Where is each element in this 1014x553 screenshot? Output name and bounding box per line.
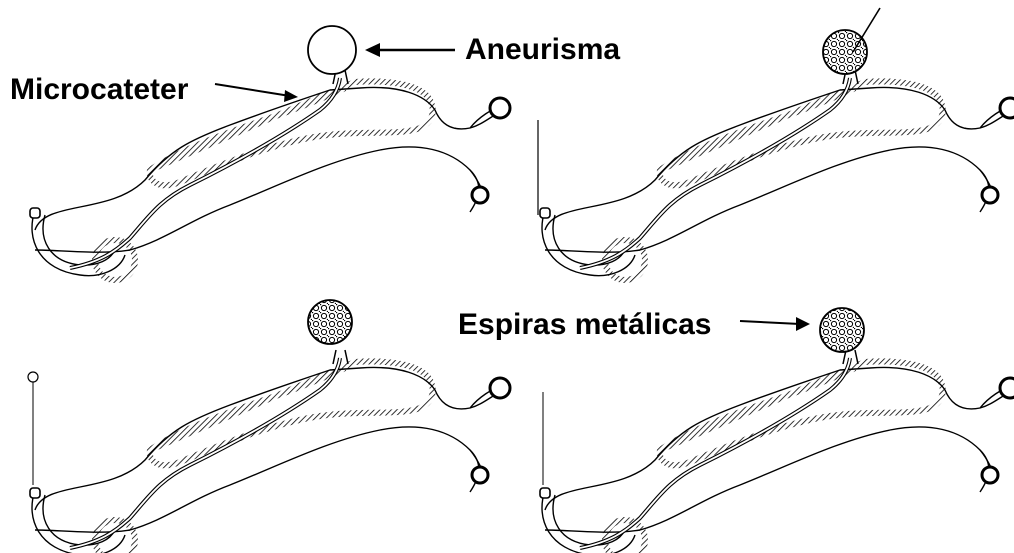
wire-end-marker <box>28 372 38 382</box>
aneurysm-sac <box>308 26 356 74</box>
aneurisma-label: Aneurisma <box>465 35 620 65</box>
microcateter-arrow <box>215 84 290 96</box>
aneurysm-sac-coiled <box>820 308 864 352</box>
aneurysm-sac-coiled <box>823 30 867 74</box>
aneurysm-sac-coiled <box>308 300 352 344</box>
espiras-metalicas-label: Espiras metálicas <box>458 310 712 340</box>
panel-3-coils-detached <box>28 300 510 553</box>
microcateter-label: Microcateter <box>10 75 188 105</box>
panel-4-catheter-withdrawn <box>540 308 1014 553</box>
panel-1-catheter-placed <box>30 26 510 280</box>
espiras-arrow <box>740 321 800 324</box>
